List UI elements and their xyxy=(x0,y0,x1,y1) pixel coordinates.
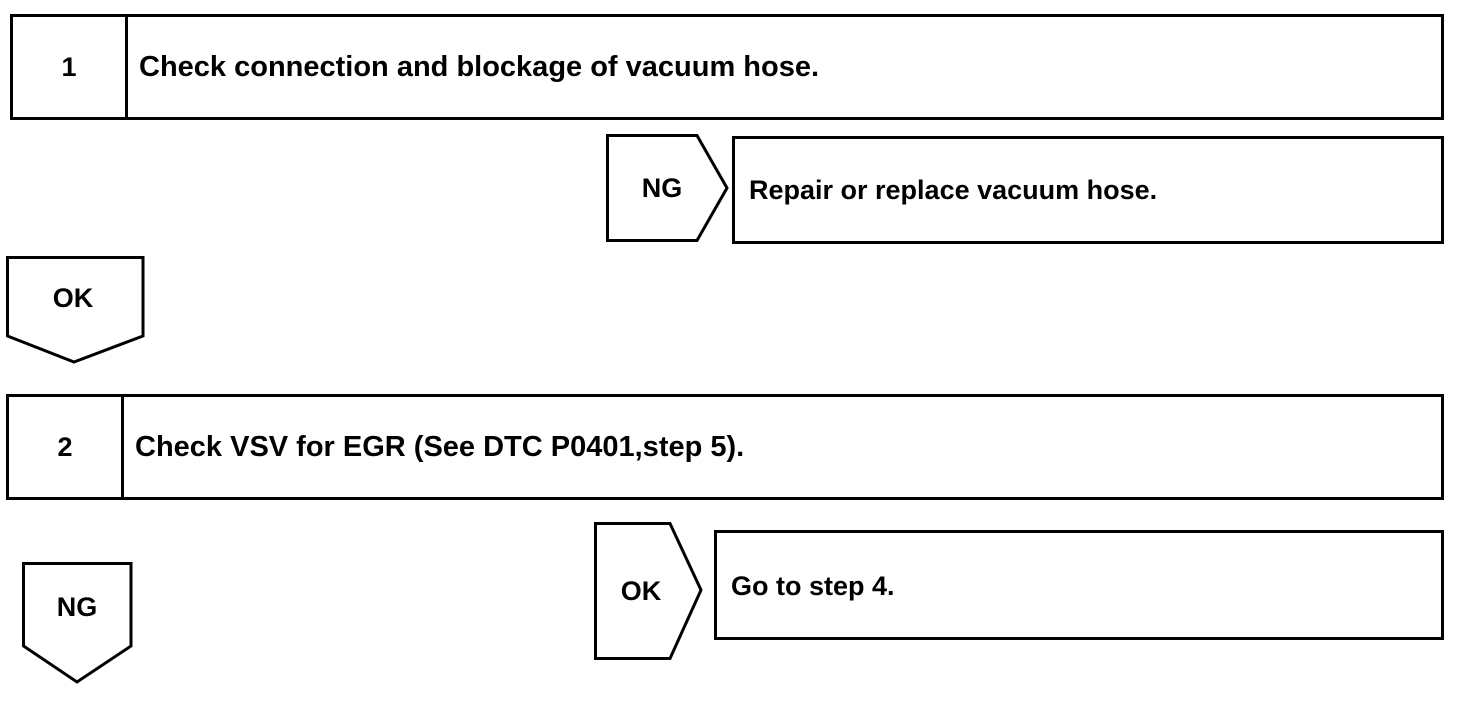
step-1-box: 1 Check connection and blockage of vacuu… xyxy=(10,14,1444,120)
ok-arrow-down-shape xyxy=(6,256,145,364)
step-1-number: 1 xyxy=(13,17,128,117)
ng-arrow-right: NG xyxy=(606,134,730,244)
ok-arrow-label: OK xyxy=(52,282,94,313)
ok-arrow-right-shape xyxy=(594,522,703,660)
ng-arrow-down: NG xyxy=(22,562,134,686)
ok-arrow-right: OK xyxy=(594,522,706,662)
ng-arrow-down-shape xyxy=(22,562,133,684)
goto-result-box: Go to step 4. xyxy=(714,530,1444,640)
ng-arrow-right-shape xyxy=(606,134,729,242)
ng-arrow-down-label: NG xyxy=(56,591,98,622)
step-2-text: Check VSV for EGR (See DTC P0401,step 5)… xyxy=(135,430,745,463)
ok-arrow-down: OK xyxy=(6,256,146,366)
goto-result-text: Go to step 4. xyxy=(731,570,895,601)
step-2-number: 2 xyxy=(9,397,124,497)
step-1-text: Check connection and blockage of vacuum … xyxy=(139,50,820,83)
ng-arrow-label: NG xyxy=(641,172,683,203)
step-2-box: 2 Check VSV for EGR (See DTC P0401,step … xyxy=(6,394,1444,500)
ok-arrow-right-label: OK xyxy=(620,575,662,606)
repair-result-text: Repair or replace vacuum hose. xyxy=(749,174,1158,205)
repair-result-box: Repair or replace vacuum hose. xyxy=(732,136,1444,244)
